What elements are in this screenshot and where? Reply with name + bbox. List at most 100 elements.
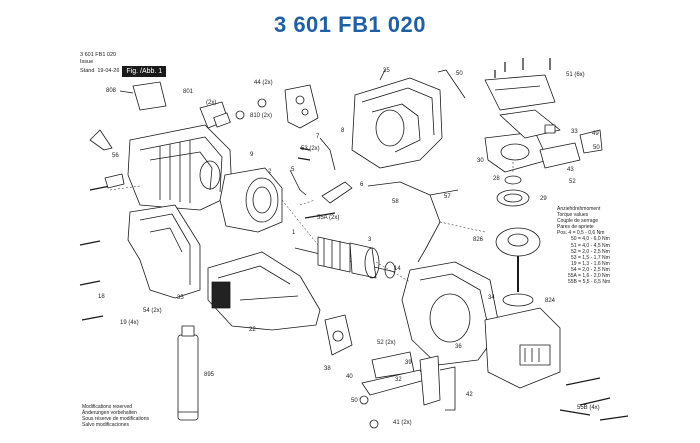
part-label: 8 xyxy=(341,128,345,134)
mod-line: Sous réserve de modifications xyxy=(82,416,149,423)
torque-row: 52 = 2,0 - 2,5 Nm xyxy=(571,248,610,255)
part-label: 43 xyxy=(567,167,574,173)
part-label: 19 (4x) xyxy=(120,320,139,326)
torque-header-1: Anziehdrehmoment xyxy=(557,206,601,212)
part-label: 55B (4x) xyxy=(577,405,600,411)
part-label: 30 xyxy=(477,158,484,164)
label-card-808 xyxy=(132,81,167,111)
torque-header-2: Torque values xyxy=(557,212,589,219)
part-label: 22 xyxy=(249,327,256,333)
part-label: 38 xyxy=(324,366,331,372)
stand-label: Stand xyxy=(80,68,95,74)
allen-key-50 xyxy=(437,69,466,99)
mod-line: Salvo modificaciones xyxy=(82,422,129,429)
handle-housing xyxy=(207,251,321,331)
torque-row: 50 = 4,0 - 6,0 Nm xyxy=(571,236,610,243)
armature xyxy=(294,236,396,279)
mod-line: Modifications reserved xyxy=(82,404,133,410)
part-label: 35 xyxy=(177,295,184,301)
part-label: 32 xyxy=(395,377,402,383)
part-label: 58 xyxy=(392,199,399,205)
plate-30 xyxy=(484,131,549,173)
cable-58 xyxy=(367,181,441,263)
part-label: 50 xyxy=(351,398,358,404)
part-label: 2 xyxy=(268,169,272,175)
part-label: 5 xyxy=(291,167,295,173)
part-label: 49 xyxy=(592,131,599,137)
part-label: 28 xyxy=(493,176,500,182)
part-label: 35 xyxy=(383,68,390,74)
part-label: 801 xyxy=(183,89,194,95)
spring-57 xyxy=(429,189,459,196)
stator-field xyxy=(219,167,283,233)
screws xyxy=(79,58,629,421)
part-label: 29 xyxy=(540,196,547,202)
part-label: 810 (2x) xyxy=(250,113,272,119)
torque-row: Pos. 4 = 0,5 - 0,6 Nm xyxy=(557,230,605,237)
gear-housing-lower xyxy=(401,261,501,366)
part-label: 53 (2x) xyxy=(301,146,320,152)
torque-row: 55B = 5,5 - 6,5 Nm xyxy=(568,279,611,286)
torque-table: Anziehdrehmoment Torque values Couple de… xyxy=(557,206,610,285)
part-label: 6 xyxy=(360,182,364,188)
part-label: 36 xyxy=(455,344,462,350)
bracket-33 xyxy=(499,109,561,139)
torque-row: 53 = 1,5 - 1,7 Nm xyxy=(571,254,610,261)
part-label: 50 xyxy=(456,71,463,77)
part-label: 7 xyxy=(316,134,320,140)
part-number: 3 601 FB1 020 xyxy=(80,52,117,58)
lower-housing-shell xyxy=(127,204,201,299)
motor-housing-shell xyxy=(127,124,233,211)
figure-badge: Fig. /Abb. 1 xyxy=(122,66,167,77)
bearing-29 xyxy=(496,189,530,207)
part-label: 56 xyxy=(112,153,119,159)
part-label: 55A (2x) xyxy=(317,215,339,221)
part-label: 41 (2x) xyxy=(393,420,412,426)
part-label: 895 xyxy=(204,372,215,378)
cable-7 xyxy=(319,137,336,171)
bracket-52 xyxy=(539,142,581,169)
part-label: (2x) xyxy=(206,100,216,106)
part-label: 34 xyxy=(488,295,495,301)
part-label: 9 xyxy=(250,152,254,158)
issue-label: Issue xyxy=(80,59,94,65)
part-label: 52 xyxy=(569,179,576,185)
lever-6 xyxy=(321,181,353,204)
ring-28 xyxy=(504,175,522,185)
part-label: 808 xyxy=(106,88,117,94)
part-label: 3 xyxy=(368,237,372,243)
spindle-824 xyxy=(502,256,534,307)
torque-header-3: Couple de serrage xyxy=(557,218,599,225)
page-title: 3 601 FB1 020 xyxy=(273,12,427,37)
part-label: 824 xyxy=(545,298,556,304)
switch-module xyxy=(199,101,231,129)
part-label: 57 xyxy=(444,194,451,200)
info-block: 3 601 FB1 020 Issue Stand 19-04-26 Fig. … xyxy=(80,52,167,77)
main-gear-housing xyxy=(351,69,443,169)
part-label: 18 xyxy=(98,294,105,300)
part-label: 51 (6x) xyxy=(566,72,585,78)
cover-38 xyxy=(324,314,353,356)
part-label: 44 (2x) xyxy=(254,80,273,86)
part-label: 42 xyxy=(466,392,473,398)
part-label: 40 xyxy=(346,374,353,380)
gear-826 xyxy=(495,227,541,257)
part-label: 14 xyxy=(394,266,401,272)
electronics-module xyxy=(284,84,319,129)
part-label: 1 xyxy=(292,230,296,236)
lever-plates xyxy=(361,351,456,411)
modifications-note: Modifications reserved Änderungen vorbeh… xyxy=(82,404,149,428)
mod-line: Änderungen vorbehalten xyxy=(82,410,137,417)
torque-row: 19 = 1,3 - 1,6 Nm xyxy=(571,260,610,267)
part-label: 39 xyxy=(405,360,412,366)
gear-housing-right xyxy=(484,307,561,389)
part-label: 33 xyxy=(571,129,578,135)
top-plate-31 xyxy=(484,74,556,111)
torque-row: 54 = 2,0 - 2,5 Nm xyxy=(571,266,610,273)
torque-row: 55A = 1,6 - 2,0 Nm xyxy=(568,273,610,280)
part-label: 50 xyxy=(593,145,600,151)
part-label: 54 (2x) xyxy=(143,308,162,314)
part-label: 52 (2x) xyxy=(377,340,396,346)
